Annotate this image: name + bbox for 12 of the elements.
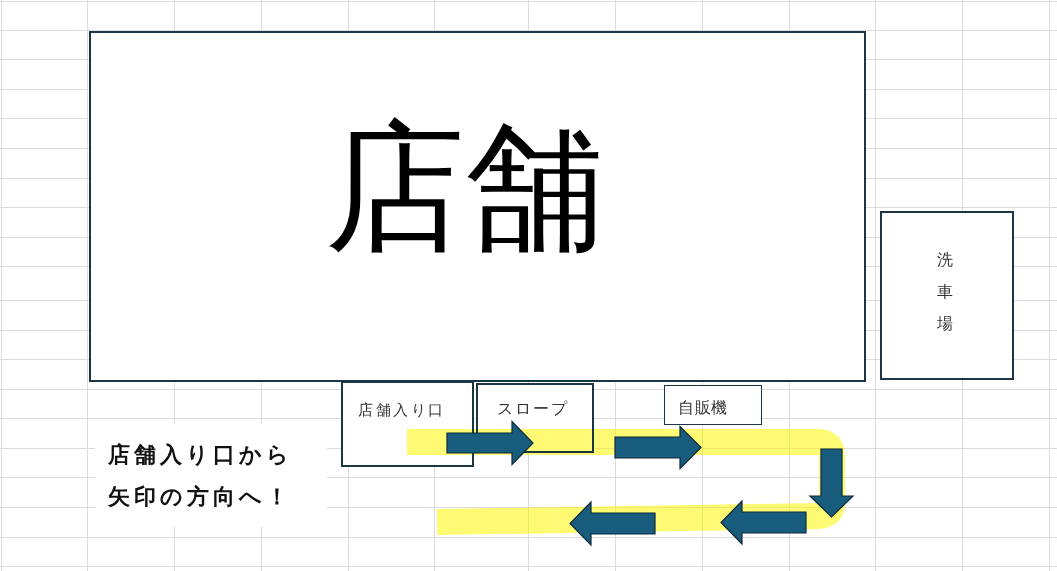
car-wash-label: 洗車場	[937, 249, 953, 335]
store-label: 店舗	[324, 118, 605, 258]
car-wash-box	[880, 211, 1014, 380]
vending-machine-label: 自販機	[678, 398, 728, 418]
entrance-label: 店舗入り口	[358, 400, 446, 420]
arrow	[446, 420, 534, 466]
store-box	[89, 31, 866, 382]
slope-label: スロープ	[497, 399, 569, 419]
instruction-note: 店舗入り口から矢印の方向へ！	[95, 424, 327, 527]
vending-machine-box	[664, 385, 762, 425]
arrow	[614, 425, 702, 470]
entrance-box	[341, 381, 474, 467]
